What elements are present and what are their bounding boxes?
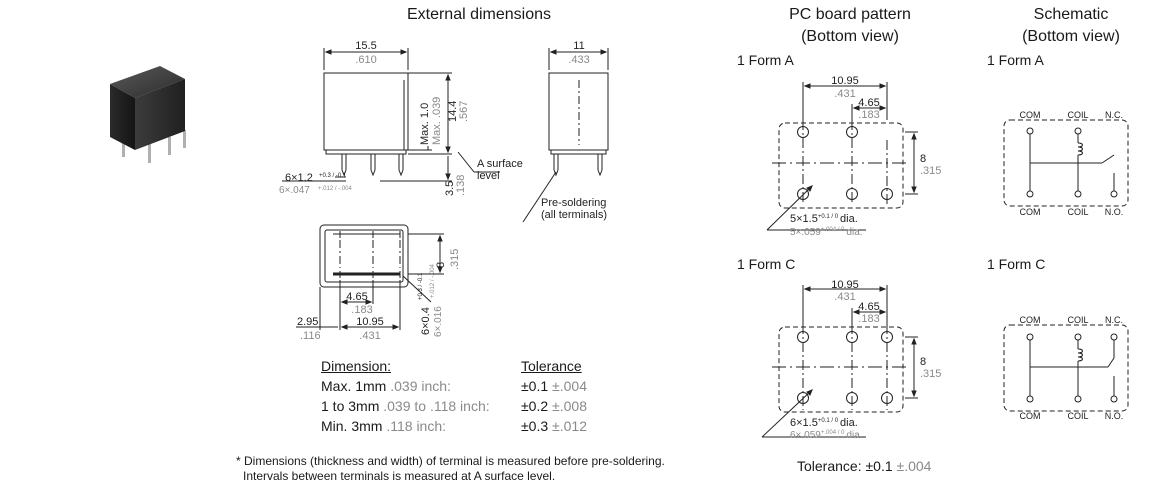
pcb-tolerance-label: Tolerance: <box>797 458 862 474</box>
dim-max-inch: Max. .039 <box>431 97 443 145</box>
schematic-form-c-drawing <box>1003 324 1129 412</box>
schem-c-com-bottom: COM <box>1020 411 1041 421</box>
bottom-dim-04-mm: 6×0.4 <box>420 307 432 335</box>
tolerance-value: ±0.3 ±.012 <box>521 418 587 434</box>
bottom-dim-465-inch: .183 <box>351 304 372 316</box>
tolerance-row: 1 to 3mm .039 to .118 inch: <box>321 396 490 416</box>
tolerance-table-dimension-header: Dimension: <box>321 358 392 374</box>
schematic-subtitle: (Bottom view) <box>1022 28 1120 45</box>
tolerance-value: ±0.1 ±.004 <box>521 378 587 394</box>
pcb-c-dim-1095-mm: 10.95 <box>831 279 859 291</box>
front-view-drawing <box>282 48 500 182</box>
dim-pin-length-inch: .138 <box>455 175 467 196</box>
row-mm: Max. 1mm <box>321 378 387 394</box>
schem-c-com-top: COM <box>1020 315 1041 325</box>
dim-pin-length-mm: 3.5 <box>444 181 456 196</box>
schem-a-coil-bottom: COIL <box>1067 207 1088 217</box>
all-terminals-label: (all terminals) <box>541 209 607 221</box>
dim-depth-mm: 11 <box>573 40 584 52</box>
bottom-dim-295-mm: 2.95 <box>297 316 318 328</box>
pcb-a-dim-465-inch: .183 <box>858 109 879 121</box>
dim-width-mm: 15.5 <box>355 40 376 52</box>
pcb-a-dim-8-inch: .315 <box>920 165 941 177</box>
schem-a-com-bottom: COM <box>1020 207 1041 217</box>
pcb-a-dim-1095-inch: .431 <box>834 88 855 100</box>
schem-a-coil-top: COIL <box>1067 110 1088 120</box>
pcb-form-c-label: 1 Form C <box>737 256 796 272</box>
bottom-dim-04-inch: 6×.016 <box>433 306 444 337</box>
bottom-dim-465-mm: 4.65 <box>346 291 367 303</box>
dim-depth-inch: .433 <box>568 54 589 66</box>
bottom-dim-04-tol-inch: +.012 / -.004 <box>430 263 436 298</box>
external-dimensions-title: External dimensions <box>406 6 552 23</box>
pcb-pattern-subtitle: (Bottom view) <box>801 28 899 45</box>
pcb-a-dim-8-mm: 8 <box>920 153 926 165</box>
pcb-c-dim-8-inch: .315 <box>920 368 941 380</box>
side-view-drawing <box>522 48 609 223</box>
pcb-c-dim-8-mm: 8 <box>920 356 926 368</box>
pcb-a-dim-465-mm: 4.65 <box>858 97 879 109</box>
bottom-dim-04-tol-mm: +0.3 / -0.1 <box>418 272 424 300</box>
pcb-tolerance-mm: ±0.1 <box>865 458 893 474</box>
row-inch: .039 to .118 inch: <box>383 398 490 414</box>
a-surface-label: A surface <box>477 158 523 170</box>
schem-a-com-top: COM <box>1020 110 1041 120</box>
dim-width-inch: .610 <box>355 54 376 66</box>
schem-a-no-bottom: N.O. <box>1105 207 1124 217</box>
dim-max-mm: Max. 1.0 <box>419 103 431 145</box>
bottom-dim-8-mm: 8 <box>435 262 447 268</box>
pcb-form-a-label: 1 Form A <box>737 52 794 68</box>
schem-c-nc-top: N.C. <box>1105 315 1123 325</box>
bottom-view-drawing <box>296 224 444 330</box>
pcb-tolerance-inch: ±.004 <box>896 458 932 474</box>
schematic-form-a-label: 1 Form A <box>987 52 1044 68</box>
footnote-line-2: Intervals between terminals is measured … <box>243 469 556 483</box>
pcb-a-dim-1095-mm: 10.95 <box>831 75 859 87</box>
schem-c-no-bottom: N.O. <box>1105 411 1124 421</box>
pcb-c-dim-465-mm: 4.65 <box>858 301 879 313</box>
tolerance-row: Max. 1mm .039 inch: <box>321 376 451 396</box>
schem-c-coil-top: COIL <box>1067 315 1088 325</box>
relay-photo-icon <box>110 66 186 163</box>
schematic-form-c-label: 1 Form C <box>987 256 1046 272</box>
dim-terminal-tol-mm: +0.3 / -0.1 <box>319 173 347 179</box>
footnote-line-1: * Dimensions (thickness and width) of te… <box>236 454 665 468</box>
pcb-form-c-drawing <box>761 285 918 438</box>
row-inch: .039 inch: <box>390 378 451 394</box>
dim-terminal-tol-inch: +.012 / -.004 <box>318 186 353 192</box>
tolerance-value: ±0.2 ±.008 <box>521 398 587 414</box>
a-surface-level-label: level <box>477 170 500 182</box>
pcb-form-a-drawing <box>766 82 918 231</box>
pcb-tolerance-note: Tolerance: ±0.1 ±.004 <box>797 458 931 474</box>
dim-height-inch: .567 <box>458 101 470 122</box>
pcb-c-dim-1095-inch: .431 <box>834 291 855 303</box>
schem-a-nc-top: N.C. <box>1105 110 1123 120</box>
bottom-dim-1095-inch: .431 <box>359 330 380 342</box>
dim-height-mm: 14.4 <box>447 101 459 122</box>
bottom-dim-295-inch: .116 <box>300 330 321 342</box>
schem-c-coil-bottom: COIL <box>1067 411 1088 421</box>
row-mm: Min. 3mm <box>321 418 383 434</box>
tolerance-row: Min. 3mm .118 inch: <box>321 416 446 436</box>
tolerance-table-tolerance-header: Tolerance <box>521 358 582 374</box>
row-mm: 1 to 3mm <box>321 398 380 414</box>
dim-terminal-mm: 6×1.2 <box>285 172 313 184</box>
row-inch: .118 inch: <box>386 418 447 434</box>
pre-soldering-label: Pre-soldering <box>541 197 606 209</box>
schematic-title: Schematic <box>1033 6 1109 23</box>
schematic-form-a-drawing <box>1003 119 1129 207</box>
pcb-c-dim-465-inch: .183 <box>858 313 879 325</box>
dim-terminal-inch: 6×.047 <box>279 185 310 196</box>
bottom-dim-8-inch: .315 <box>449 249 461 270</box>
bottom-dim-1095-mm: 10.95 <box>356 316 384 328</box>
pcb-pattern-title: PC board pattern <box>789 6 911 23</box>
